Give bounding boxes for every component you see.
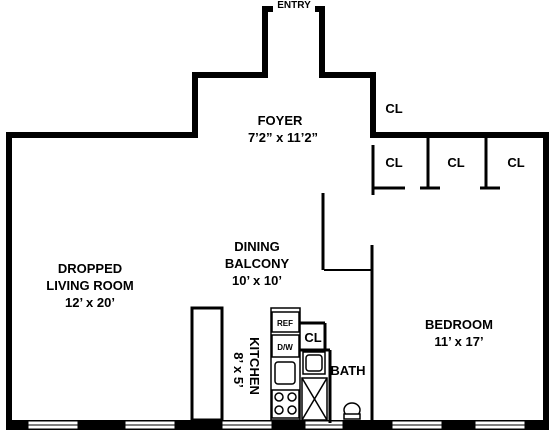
bath-fixtures xyxy=(301,351,361,421)
window xyxy=(27,420,79,430)
bottom-wall xyxy=(6,420,549,430)
closet-label: CL xyxy=(507,155,524,170)
dishwasher-label: D/W xyxy=(277,343,293,352)
foyer-size: 7’2” x 11’2” xyxy=(248,130,318,145)
living-room-label: LIVING ROOM xyxy=(46,278,133,293)
foyer-label: FOYER xyxy=(258,113,303,128)
dining-label: BALCONY xyxy=(225,256,290,271)
bedroom-size: 11’ x 17’ xyxy=(434,334,483,349)
fridge-label: REF xyxy=(277,319,293,328)
living-room-label: DROPPED xyxy=(58,261,122,276)
interior-walls xyxy=(300,133,500,423)
window xyxy=(221,420,273,430)
dishwasher xyxy=(271,334,300,358)
window xyxy=(474,420,526,430)
kitchen-partition xyxy=(190,306,224,422)
window xyxy=(304,420,344,430)
window xyxy=(391,420,443,430)
sink xyxy=(274,361,296,385)
kitchen-size: 8’ x 5’ xyxy=(231,352,246,387)
living-room-size: 12’ x 20’ xyxy=(65,295,115,310)
closet-label: CL xyxy=(447,155,464,170)
exterior-walls xyxy=(6,6,549,423)
windows xyxy=(27,420,526,430)
dining-label: DINING xyxy=(234,239,280,254)
closet-label: CL xyxy=(385,155,402,170)
window xyxy=(124,420,176,430)
refrigerator xyxy=(271,311,300,333)
closet-label: CL xyxy=(385,101,402,116)
dining-size: 10’ x 10’ xyxy=(232,273,282,288)
kitchen-label: KITCHEN xyxy=(247,337,262,395)
closet-label: CL xyxy=(304,330,321,345)
bedroom-label: BEDROOM xyxy=(425,317,493,332)
entry-label: ENTRY xyxy=(277,0,311,11)
bath-label: BATH xyxy=(330,363,365,378)
kitchen-fixtures xyxy=(270,307,301,421)
